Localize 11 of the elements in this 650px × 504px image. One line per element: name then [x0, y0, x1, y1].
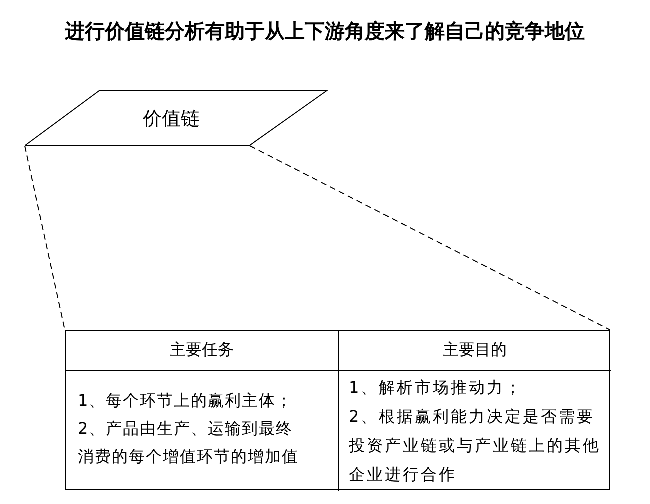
list-item-text: 2、产品由生产、运输到最终消费的每个增值环节的增加值 [78, 418, 300, 468]
dashed-connector [250, 146, 610, 330]
dashed-connector [24, 146, 66, 330]
node-label: 价值链 [143, 107, 200, 132]
list-item-text: 1、解析市场推动力； [349, 377, 524, 399]
title: 进行价值链分析有助于从上下游角度来了解自己的竞争地位 [64, 18, 586, 45]
table [65, 330, 610, 490]
table-header-cell: 主要目的 [338, 331, 611, 371]
list-item-text: 1、每个环节上的赢利主体； [78, 390, 294, 412]
list-item-text: 2、根据赢利能力决定是否需要投资产业链或与产业链上的其他企业进行合作 [349, 406, 602, 486]
table-header-cell: 主要任务 [66, 331, 338, 371]
